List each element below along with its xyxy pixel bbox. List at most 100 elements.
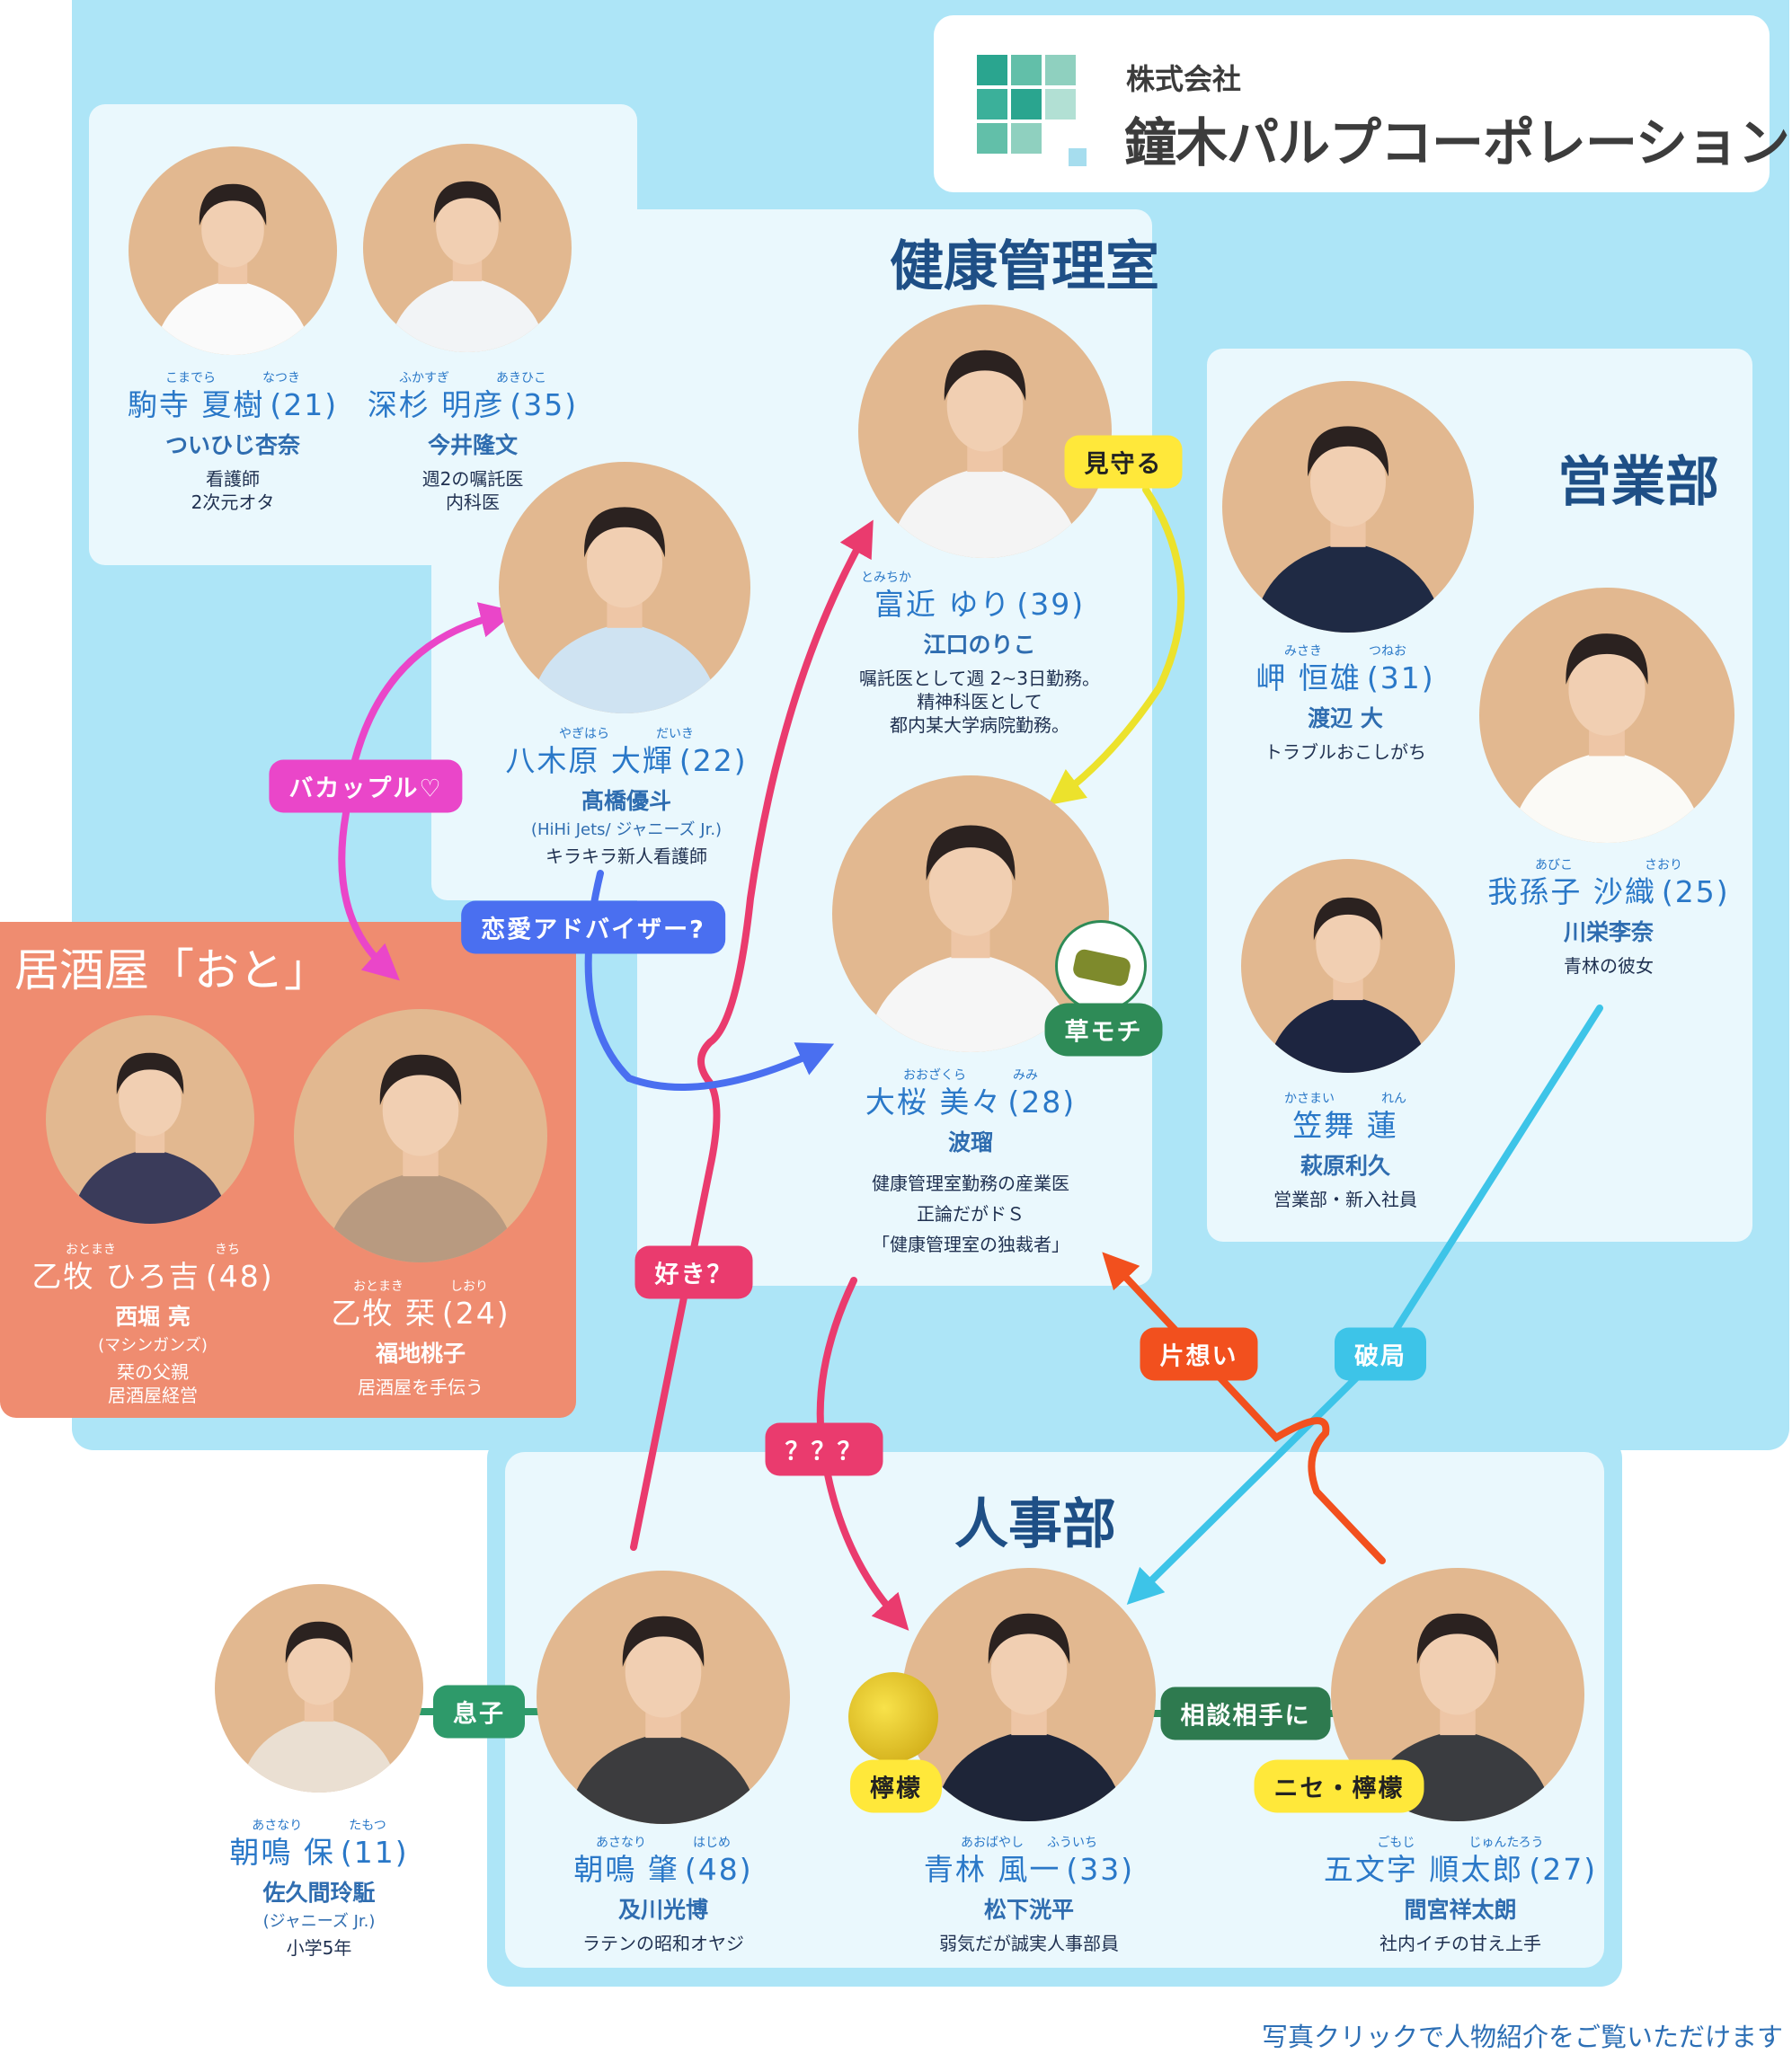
character-description: 看護師 2次元オタ (191, 468, 275, 513)
relation-label-kusamochi: 草モチ (1044, 1003, 1163, 1057)
character-age: (11) (340, 1835, 409, 1870)
character-tomichika-yuri: とみちか 富近 ゆり(39) 江口のりこ 嘱託医として週 2~3日勤務。 精神科… (773, 570, 1186, 737)
relation-label-lemon: 檸檬 (850, 1759, 942, 1813)
photo-asanari-tamotsu[interactable] (215, 1584, 423, 1793)
photo-otomaki-shiori[interactable] (294, 1009, 547, 1262)
furigana: おとまき (353, 1279, 404, 1294)
character-age: (22) (679, 743, 748, 778)
relation-label-suki: 好き？ (634, 1245, 753, 1299)
character-otomaki-hirokichi: おとまききち 乙牧 ひろ吉(48) 西堀 亮 (マシンガンズ) 栞の父親 居酒屋… (0, 1242, 359, 1407)
furigana: みさき (1284, 644, 1322, 659)
furigana: しおり (450, 1279, 488, 1294)
character-description: 青林の彼女 (1564, 955, 1654, 977)
section-title-health-room: 健康管理室 (890, 235, 1159, 298)
photo-tomichika-yuri[interactable] (858, 305, 1112, 558)
photo-asanari-hajime[interactable] (537, 1571, 790, 1824)
furigana: ふかすぎ (399, 371, 449, 385)
relation-label-hakyoku: 破局 (1335, 1327, 1426, 1381)
character-description: トラブルおこしがち (1264, 741, 1426, 763)
character-description: キラキラ新人看護師 (546, 846, 707, 867)
character-description: 弱気だが誠実人事部員 (939, 1933, 1119, 1954)
character-age: (25) (1661, 874, 1730, 909)
furigana: あさなり (252, 1819, 303, 1833)
company-logo: 株式会社 鐘木パルプコーポレーション (934, 15, 1790, 192)
character-abiko-saori: あびこさおり 我孫子 沙織(25) 川栄李奈 青林の彼女 (1402, 857, 1792, 978)
actor-name: 松下洸平 (983, 1897, 1074, 1923)
character-description: 居酒屋を手伝う (358, 1377, 483, 1398)
photo-aobayashi-fuichi[interactable] (902, 1568, 1156, 1821)
section-title-izakaya: 居酒屋「おと」 (14, 944, 329, 996)
furigana: れん (1381, 1092, 1406, 1106)
relation-label-question: ？？？ (765, 1422, 883, 1476)
relation-label-watch: 見守る (1064, 435, 1183, 489)
character-name: 我孫子 沙織 (1487, 874, 1656, 909)
furigana: たもつ (349, 1819, 386, 1833)
character-name: 朝鳴 保 (229, 1835, 335, 1870)
actor-name: 波瑠 (947, 1129, 993, 1155)
character-misaki-tsuneo: みさきつねお 岬 恒雄(31) 渡辺 大 トラブルおこしがち (1139, 643, 1552, 764)
photo-kasamai-ren[interactable] (1241, 859, 1455, 1073)
relation-label-son: 息子 (433, 1685, 525, 1739)
photo-yagihara-daiki[interactable] (499, 462, 750, 713)
character-age: (24) (441, 1296, 510, 1331)
character-age: (35) (510, 387, 579, 422)
character-name: 朝鳴 肇 (573, 1852, 679, 1887)
photo-abiko-saori[interactable] (1479, 588, 1734, 843)
furigana: やぎはら (559, 727, 609, 741)
character-name: 岬 恒雄 (1255, 660, 1362, 695)
photo-misaki-tsuneo[interactable] (1222, 381, 1474, 633)
character-name: 駒寺 夏樹 (127, 387, 265, 422)
actor-name: 今井隆文 (427, 432, 518, 458)
actor-name: 及川光博 (617, 1897, 708, 1923)
actor-name: 川栄李奈 (1563, 919, 1654, 945)
actor-affiliation: (HiHi Jets/ ジャニーズ Jr.) (530, 820, 723, 839)
furigana: こまでら (165, 371, 216, 385)
furigana: おとまき (66, 1243, 116, 1257)
photo-otomaki-hirokichi[interactable] (46, 1015, 254, 1224)
furigana: あきひこ (496, 371, 546, 385)
character-age: (48) (205, 1259, 274, 1294)
actor-name: 間宮祥太朗 (1404, 1897, 1517, 1923)
actor-name: 福地桃子 (375, 1341, 466, 1367)
furigana: あびこ (1535, 858, 1573, 872)
section-title-sales: 営業部 (1557, 451, 1719, 514)
character-gomoji-juntaro: ごもじじゅんたろう 五文字 順太郎(27) 間宮祥太朗 社内イチの甘え上手 (1254, 1835, 1667, 1955)
character-asanari-tamotsu: あさなりたもつ 朝鳴 保(11) 佐久間玲駈 (ジャニーズ Jr.) 小学5年 (112, 1818, 526, 1960)
furigana: あおばやし (961, 1836, 1024, 1850)
character-komadera-natsuki: こまでらなつき 駒寺 夏樹(21) ついひじ杏奈 看護師 2次元オタ (26, 370, 439, 514)
character-name: 笠舞 蓮 (1292, 1108, 1398, 1143)
photo-komadera-natsuki[interactable] (129, 146, 337, 355)
character-description: ラテンの昭和オヤジ (582, 1933, 744, 1954)
character-age: (27) (1529, 1852, 1598, 1887)
character-otomaki-shiori: おとまきしおり 乙牧 栞(24) 福地桃子 居酒屋を手伝う (214, 1279, 627, 1399)
furigana: じゅんたろう (1468, 1836, 1544, 1850)
relation-label-bakapple: バカップル♡ (269, 759, 463, 813)
furigana: だいき (656, 727, 694, 741)
character-description: 社内イチの甘え上手 (1379, 1933, 1541, 1954)
relation-label-fake-lemon: ニセ・檸檬 (1254, 1759, 1424, 1813)
character-age: (31) (1366, 660, 1435, 695)
character-name: 五文字 順太郎 (1323, 1852, 1524, 1887)
character-fukasugi-akihiko: ふかすぎ あきひこ 深杉 明彦(35) 今井隆文 週2の嘱託医 内科医 (266, 370, 679, 514)
character-aobayashi-fuichi: あおばやしふういち 青林 風一(33) 松下洸平 弱気だが誠実人事部員 (822, 1835, 1236, 1955)
furigana: おおざくら (903, 1068, 966, 1083)
footer-note: 写真クリックで人物紹介をご覧いただけます (1261, 2022, 1783, 2052)
character-ozakura-mimi: おおざくらみみ 大桜 美々(28) 波瑠 健康管理室勤務の産業医 正論だがドＳ … (764, 1067, 1177, 1260)
character-age: (21) (270, 387, 339, 422)
character-kasamai-ren: かさまいれん 笠舞 蓮 萩原利久 営業部・新入社員 (1139, 1091, 1552, 1211)
character-age: (48) (684, 1852, 753, 1887)
actor-affiliation: (ジャニーズ Jr.) (262, 1912, 376, 1931)
actor-name: 渡辺 大 (1308, 705, 1383, 731)
character-description: 週2の嘱託医 内科医 (421, 468, 524, 513)
actor-name: 西堀 亮 (115, 1304, 191, 1330)
photo-fukasugi-akihiko[interactable] (363, 144, 572, 352)
character-asanari-hajime: あさなりはじめ 朝鳴 肇(48) 及川光博 ラテンの昭和オヤジ (457, 1835, 870, 1955)
company-prefix: 株式会社 (1126, 62, 1242, 96)
furigana: とみちか (861, 571, 911, 585)
character-description: 嘱託医として週 2~3日勤務。 精神科医として 都内某大学病院勤務。 (859, 668, 1100, 736)
character-name: 深杉 明彦 (367, 387, 505, 422)
character-description: 健康管理室勤務の産業医 正論だがドＳ 「健康管理室の独裁者」 (872, 1173, 1069, 1255)
character-name: 乙牧 ひろ吉 (31, 1259, 200, 1294)
character-description: 小学5年 (286, 1937, 352, 1959)
relation-label-love-adviser: 恋愛アドバイザー? (461, 900, 725, 954)
